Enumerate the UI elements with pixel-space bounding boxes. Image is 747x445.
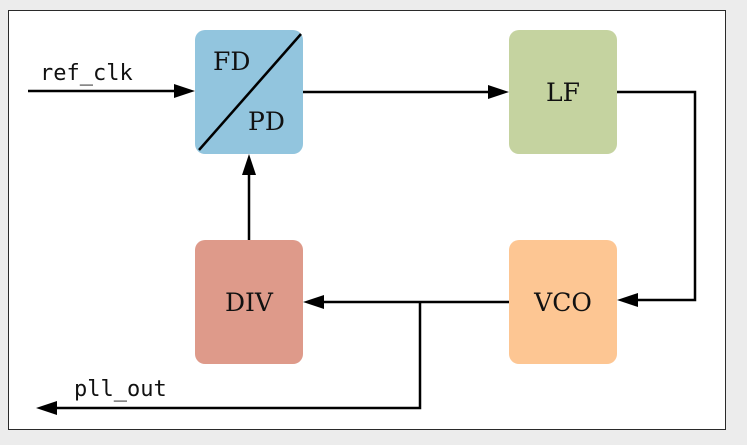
- div-label: DIV: [225, 288, 274, 317]
- lf-vco-arrowhead: [617, 293, 638, 307]
- fd-pd-block: FD PD: [195, 30, 303, 154]
- div-block: DIV: [195, 240, 303, 364]
- fdpd-to-lf-wire: [303, 85, 509, 99]
- ref-clk-arrowhead: [174, 84, 195, 98]
- div-to-fdpd-wire: [242, 154, 256, 240]
- ref-clk-input: ref_clk: [28, 61, 195, 98]
- vco-box: [509, 240, 617, 364]
- lf-to-vco-wire: [617, 90, 697, 307]
- ref-clk-label: ref_clk: [40, 61, 133, 86]
- pd-label: PD: [248, 107, 285, 136]
- vco-div-arrowhead: [303, 295, 324, 309]
- div-box: [195, 240, 303, 364]
- pll-out-wire: [56, 302, 422, 410]
- lf-vco-line: [617, 90, 697, 302]
- lf-block: LF: [509, 30, 617, 154]
- lf-label: LF: [546, 78, 580, 107]
- div-fdpd-arrowhead: [242, 154, 256, 175]
- pll-out-output: pll_out: [36, 302, 422, 415]
- fdpd-lf-arrowhead: [488, 85, 509, 99]
- fd-pd-divider: [198, 33, 302, 151]
- vco-label: VCO: [533, 288, 592, 317]
- vco-block: VCO: [509, 240, 617, 364]
- vco-to-div-wire: [303, 295, 509, 309]
- lf-box: [509, 30, 617, 154]
- pll-out-label: pll_out: [74, 377, 167, 402]
- pll-out-arrowhead: [36, 401, 57, 415]
- fd-label: FD: [213, 47, 250, 76]
